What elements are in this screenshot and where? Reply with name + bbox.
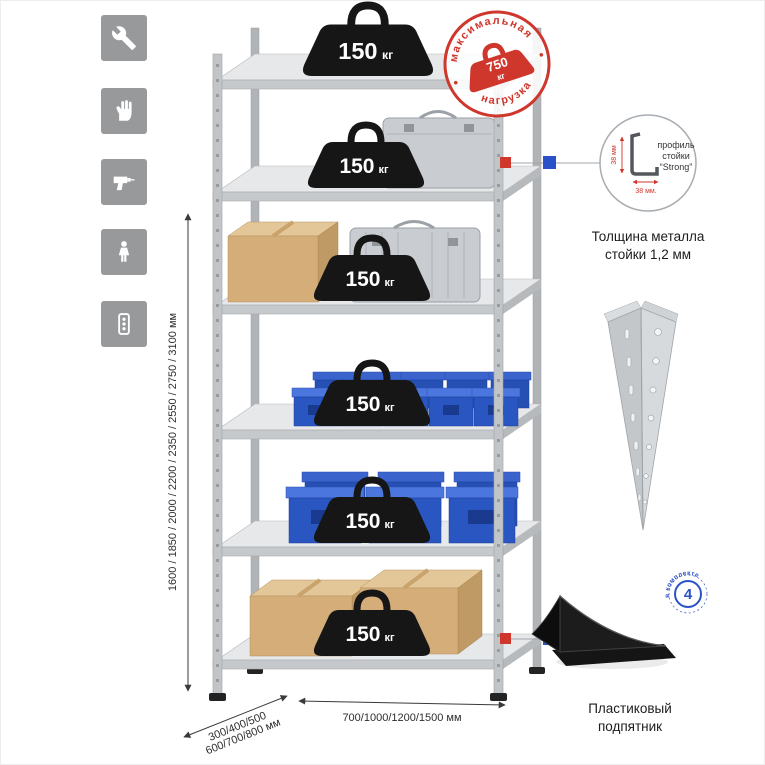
profile-caption: Толщина металла стойки 1,2 мм	[558, 228, 738, 264]
rack-post-front-left	[212, 53, 223, 698]
red-marker	[500, 633, 511, 644]
profile-label-1: профиль	[657, 140, 695, 150]
profile-label-2: стойки	[662, 151, 690, 161]
tile-gloves	[101, 88, 147, 134]
max-load-stamp: максимальная нагрузка 750 кг	[438, 3, 551, 118]
badge-number: 4	[684, 586, 693, 603]
profile-callout: 38 мм 38 мм. профиль стойки “Strong”	[500, 114, 697, 212]
tile-tools	[101, 15, 147, 61]
foot-caption: Пластиковый подпятник	[545, 700, 715, 736]
fasteners-icon	[118, 313, 130, 335]
rack-post-back-right	[532, 27, 542, 672]
depth-dimension: 300/400/500 600/700/800 мм	[183, 695, 288, 758]
rack-foot	[529, 667, 545, 674]
stamp-unit: кг	[496, 70, 507, 82]
red-marker	[500, 157, 511, 168]
height-dimension: 1600 / 1850 / 2000 / 2200 / 2350 / 2550 …	[167, 213, 192, 692]
width-dimension: 700/1000/1200/1500 мм	[298, 697, 506, 724]
quantity-badge: в комплекте 4	[656, 562, 708, 614]
person-icon	[118, 241, 130, 262]
profile-caption-line2: стойки 1,2 мм	[604, 247, 692, 263]
gloves-icon	[116, 100, 132, 121]
rack-post-back-left	[250, 27, 260, 672]
drill-icon	[113, 176, 135, 191]
tile-fasteners	[101, 301, 147, 347]
foot-caption-line2: подпятник	[597, 719, 663, 735]
tile-drill	[101, 159, 147, 205]
rack-foot	[209, 693, 226, 701]
plastic-foot-callout: в комплекте 4	[500, 562, 708, 669]
profile-cross-section	[630, 132, 659, 176]
stamp-value: 750	[485, 54, 510, 75]
profile-dim-side: 38 мм	[611, 145, 618, 165]
width-dimension-label: 700/1000/1200/1500 мм	[342, 712, 461, 724]
angle-post-image	[603, 300, 679, 531]
profile-dim-bottom: 38 мм.	[635, 188, 656, 195]
stamp-weight-icon: 750 кг	[469, 42, 535, 93]
blue-marker	[543, 156, 556, 169]
foot-caption-line1: Пластиковый	[588, 701, 672, 716]
rack-foot	[490, 693, 507, 701]
tile-person	[101, 229, 147, 275]
wrench-icon	[112, 26, 136, 50]
rack-post-front-right	[493, 53, 504, 698]
depth-dimension-label: 300/400/500 600/700/800 мм	[200, 706, 282, 758]
height-dimension-label: 1600 / 1850 / 2000 / 2200 / 2350 / 2550 …	[167, 313, 179, 591]
profile-label-3: “Strong”	[660, 162, 693, 172]
plastic-foot-image	[531, 594, 676, 669]
profile-caption-line1: Толщина металла	[591, 229, 705, 244]
cardboard-box-image	[227, 220, 339, 303]
